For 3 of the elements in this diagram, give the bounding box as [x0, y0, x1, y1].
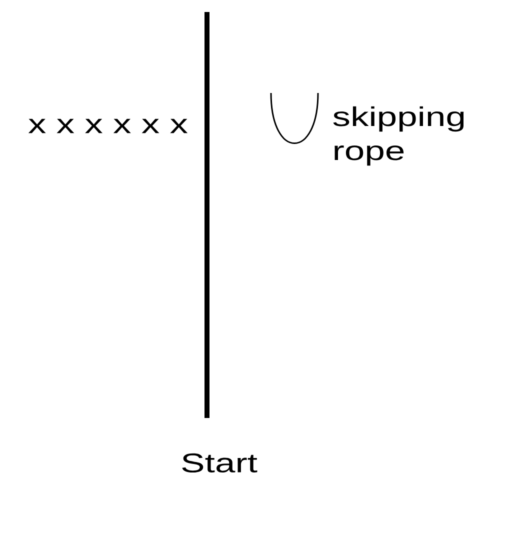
label: x x x x x x: [28, 118, 188, 134]
label: Start: [182, 453, 258, 473]
label: skipping rope: [333, 106, 464, 166]
